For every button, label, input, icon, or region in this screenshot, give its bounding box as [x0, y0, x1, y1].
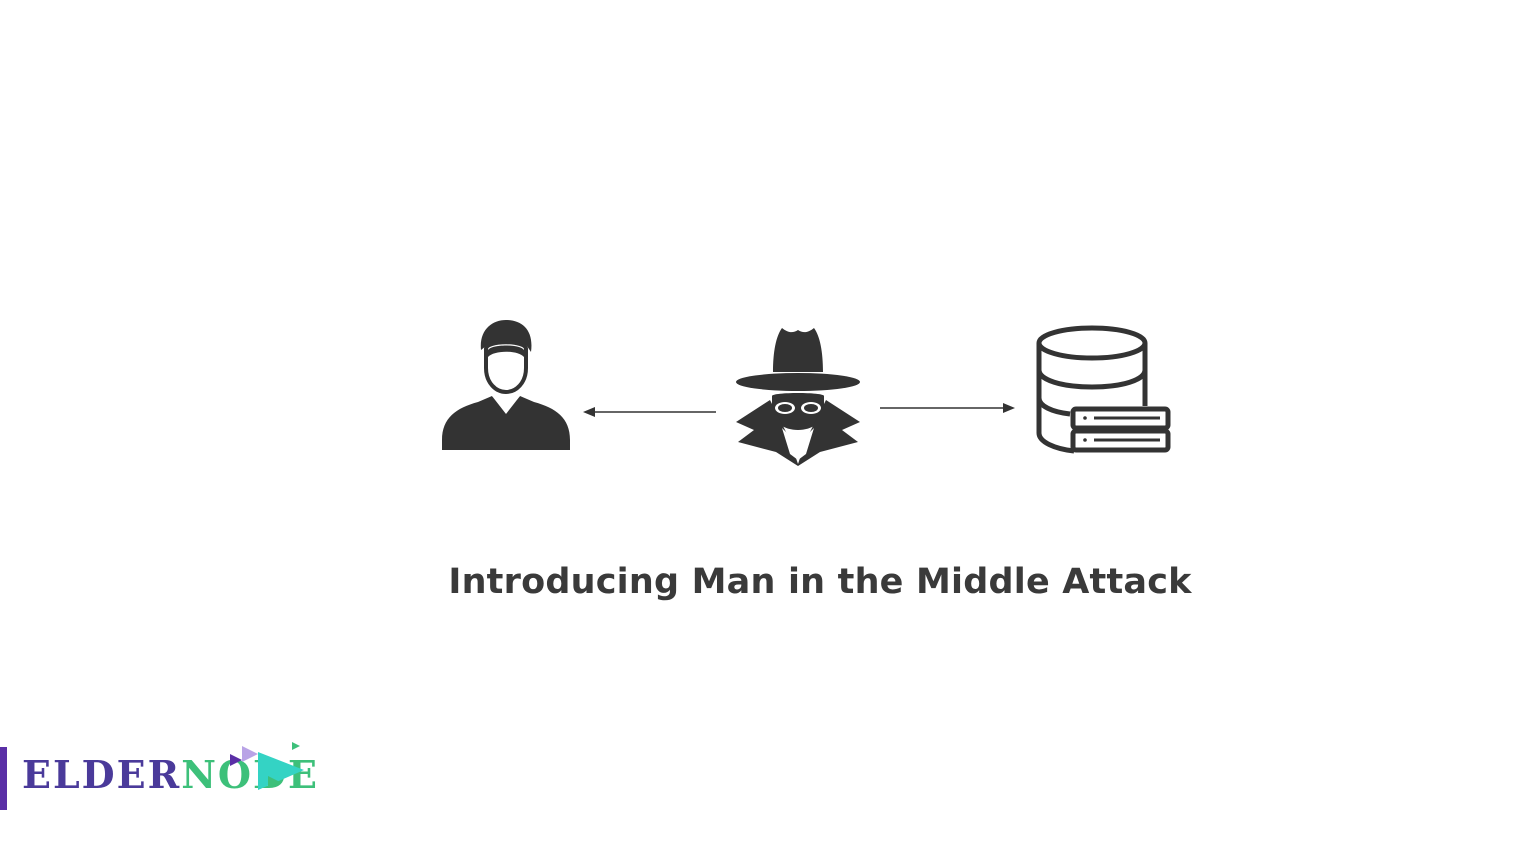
arrow-to-client: [583, 407, 716, 417]
database-server-icon: [1036, 325, 1171, 454]
play-arrow-icon: [230, 742, 304, 790]
eldernode-logo: ELDERNODE: [0, 738, 320, 818]
user-icon: [442, 320, 570, 450]
logo-wordmark: ELDERNODE: [22, 756, 319, 794]
diagram-title: Introducing Man in the Middle Attack: [448, 562, 1192, 602]
logo-text-elder: ELDER: [22, 752, 182, 797]
logo-bar: [0, 747, 7, 810]
arrow-to-server: [880, 403, 1015, 413]
logo-text-node: NODE: [181, 752, 319, 797]
spy-icon: [736, 328, 860, 466]
